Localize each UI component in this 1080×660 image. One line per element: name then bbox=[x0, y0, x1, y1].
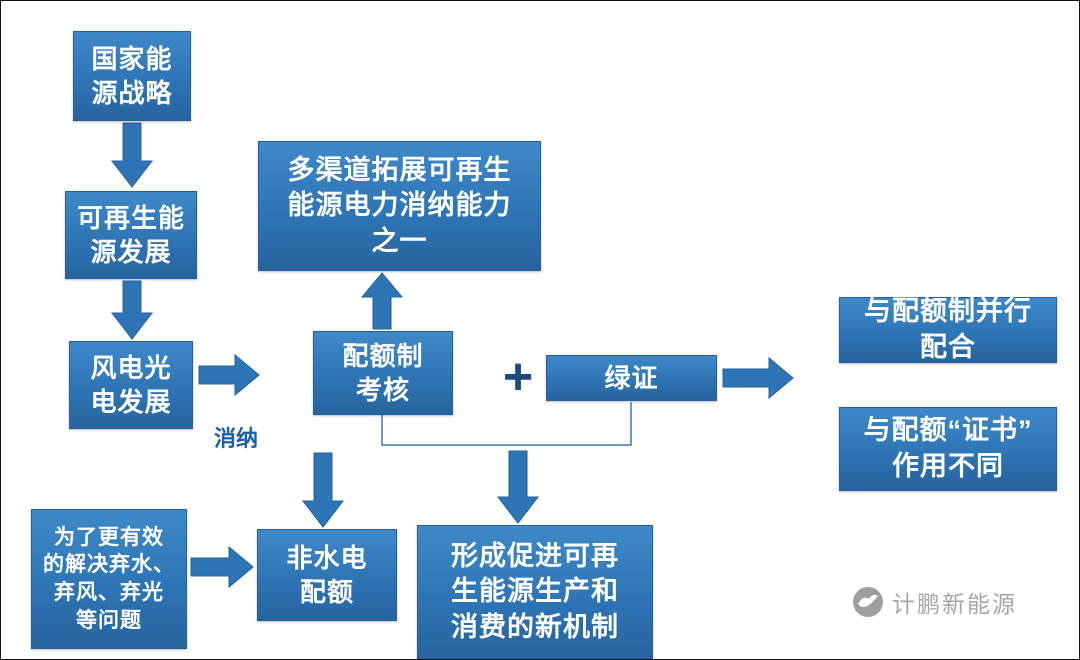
node-quota-assessment: 配额制 考核 bbox=[313, 331, 453, 415]
arrow-down-to-nonhydro bbox=[301, 452, 345, 528]
arrow-right-windpv-to-quota bbox=[198, 353, 260, 397]
jipeng-logo-icon bbox=[853, 587, 883, 617]
node-green-certificate: 绿证 bbox=[546, 355, 717, 401]
arrow-up-quota-to-multichannel bbox=[360, 272, 404, 330]
arrow-down-renewable-to-windpv bbox=[110, 280, 154, 340]
arrow-down-to-mechanism bbox=[496, 450, 540, 524]
consumption-label: 消纳 bbox=[213, 426, 258, 451]
node-new-mechanism: 形成促进可再 生能源生产和 消费的新机制 bbox=[417, 525, 653, 659]
node-different-role: 与配额“证书” 作用不同 bbox=[839, 407, 1057, 491]
node-non-hydro-quota: 非水电 配额 bbox=[257, 529, 397, 621]
node-national-energy-strategy: 国家能 源战略 bbox=[73, 31, 191, 121]
node-wind-pv-development: 风电光 电发展 bbox=[69, 341, 193, 429]
node-solve-curtailment: 为了更有效 的解决弃水、 弃风、弃光 等问题 bbox=[31, 509, 187, 649]
arrow-right-curtailment-to-nonhydro bbox=[190, 545, 254, 589]
node-parallel-with-quota: 与配额制并行 配合 bbox=[839, 296, 1057, 363]
arrow-right-greencert-to-notes bbox=[722, 356, 794, 400]
bracket-connector-line bbox=[381, 402, 632, 446]
plus-operator: + bbox=[502, 348, 534, 406]
node-multi-channel-expand: 多渠道拓展可再生 能源电力消纳能力 之一 bbox=[258, 141, 541, 271]
node-renewable-energy-development: 可再生能 源发展 bbox=[65, 191, 197, 279]
watermark: 计鹏新能源 bbox=[851, 585, 1017, 619]
watermark-brand-text: 计鹏新能源 bbox=[892, 591, 1017, 617]
arrow-down-strategy-to-renewable bbox=[110, 122, 154, 188]
